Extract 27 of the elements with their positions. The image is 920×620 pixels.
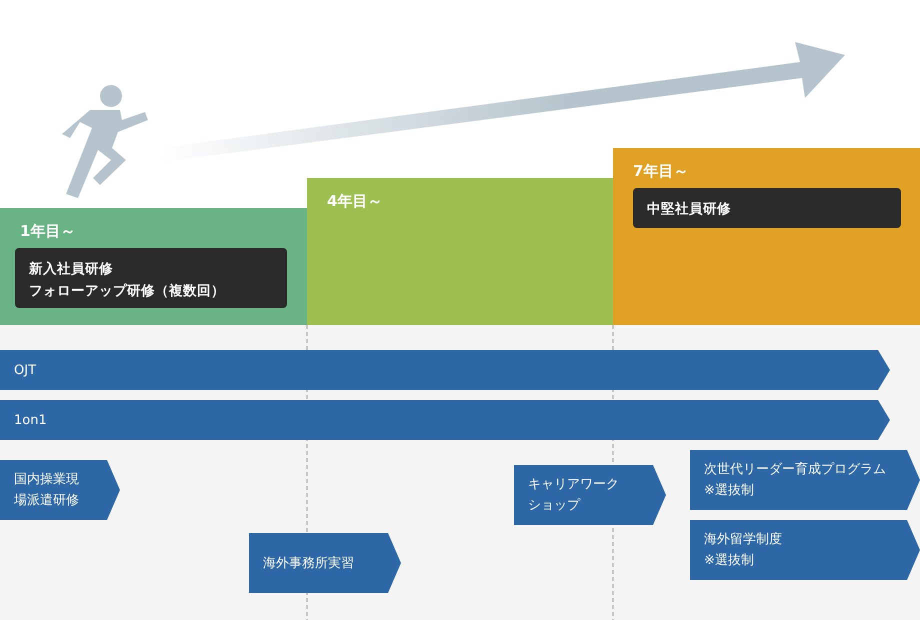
program-arrow-bar	[0, 400, 890, 440]
program-name: キャリアワークショップ	[528, 476, 620, 515]
program-arrow-bar	[0, 350, 890, 390]
program-name: 国内操業現場派遣研修	[14, 471, 80, 510]
program-name: 1on1	[14, 412, 48, 430]
training-name: 新入社員研修	[29, 260, 114, 279]
program-name: OJT	[14, 362, 38, 380]
stage-band	[613, 148, 920, 325]
training-name: 中堅社員研修	[647, 200, 732, 219]
training-box	[15, 248, 287, 308]
program-name: 次世代リーダー育成プログラム	[704, 460, 887, 479]
program-banner	[690, 450, 920, 510]
stage-band	[0, 208, 307, 325]
program-name: ※選抜制	[704, 552, 755, 570]
program-name: 海外留学制度	[704, 531, 783, 549]
program-banner	[514, 465, 666, 525]
program-banner	[690, 520, 920, 580]
stage-heading: 7年目～	[633, 162, 690, 181]
stage-heading: 4年目～	[327, 192, 384, 211]
training-name: フォローアップ研修（複数回）	[29, 282, 226, 301]
program-name: ※選抜制	[704, 482, 755, 500]
stage-band	[307, 178, 613, 325]
training-box	[633, 188, 901, 228]
stage-heading: 1年目～	[20, 222, 76, 241]
program-banner	[0, 460, 120, 520]
program-banner	[249, 533, 401, 593]
program-name: 海外事務所実習	[263, 554, 355, 572]
